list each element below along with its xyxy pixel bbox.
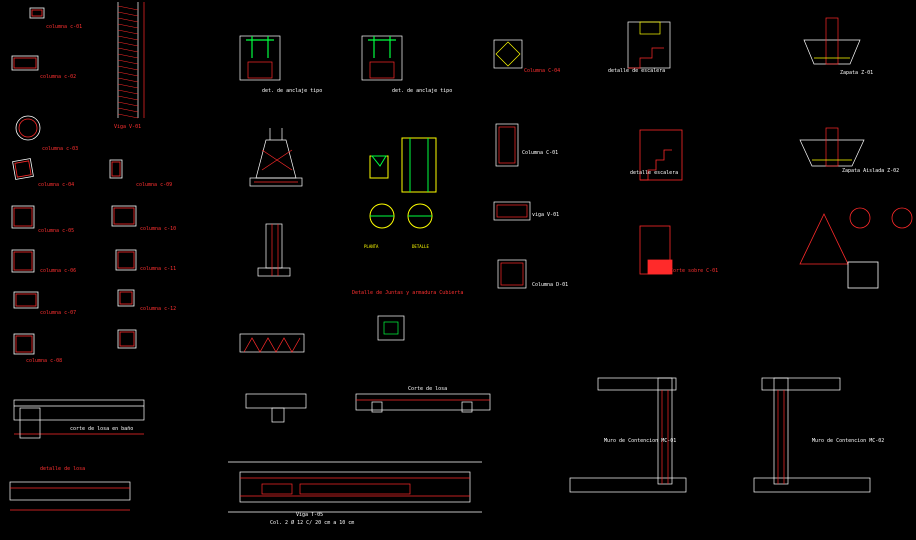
- ladder-rung: [117, 29, 139, 35]
- ladder-rung: [117, 11, 139, 17]
- column-rebar-left: [13, 9, 135, 353]
- small-beam-detail: [245, 393, 307, 423]
- anchor-detail-1: [239, 35, 281, 81]
- label-footing-z02: Zapata Aislada Z-02: [842, 168, 899, 174]
- label-col-c06: columna c-06: [40, 268, 76, 274]
- anchor-detail-1-green: [246, 36, 274, 58]
- ladder-rung: [117, 53, 139, 59]
- joist-slab: [239, 333, 305, 353]
- label-col-c03: columna c-03: [42, 146, 78, 152]
- column-section-group-left: [11, 7, 137, 355]
- ladder-rung: [117, 59, 139, 65]
- column-labels-left: columna c-01 columna c-02 columna c-03 c…: [26, 24, 176, 364]
- label-stair-section: detalle escalera: [630, 170, 678, 176]
- label-col-c09: columna c-09: [136, 182, 172, 188]
- label-wall-m01: Muro de Contencion MC-01: [604, 438, 676, 444]
- label-slab-cut: corte de losa en baño: [70, 426, 133, 432]
- stair-section: [639, 129, 683, 181]
- ladder-rung: [117, 23, 139, 29]
- slab-cut-1: [13, 399, 145, 439]
- column-footing: [257, 223, 291, 277]
- ladder-rung: [117, 5, 139, 11]
- label-wall-m02: Muro de Contencion MC-02: [812, 438, 884, 444]
- joint-detail-drawing: [377, 315, 405, 341]
- column-c01-tall: [495, 123, 519, 167]
- label-slab-detail: detalle de losa: [40, 466, 85, 472]
- green-rebar-detail: [370, 138, 432, 217]
- ladder-rung: [117, 89, 139, 95]
- label-detail-a: DETALLE: [412, 244, 429, 249]
- ladder-rung: [117, 83, 139, 89]
- label-joint-detail: Detalle de Juntas y armadura Cubierta: [352, 290, 463, 296]
- label-beam-t05: Viga T-05: [296, 512, 323, 518]
- label-stirrup-det-2: det. de anclaje tipo: [392, 88, 452, 94]
- label-beam-v01: viga V-01: [532, 212, 559, 218]
- label-stirrup-det-1: det. de anclaje tipo: [262, 88, 322, 94]
- anchor-detail-2-green: [368, 36, 396, 58]
- label-col-c12: columna c-12: [140, 306, 176, 312]
- label-pedestal: PLANTA: [364, 244, 379, 249]
- stair-detail-top: [627, 21, 671, 69]
- ladder-rung: [117, 17, 139, 23]
- footing-z02: [799, 127, 865, 167]
- label-col-c10: columna c-10: [140, 226, 176, 232]
- label-col-c05: columna c-05: [38, 228, 74, 234]
- ladder-rung: [117, 77, 139, 83]
- ladder-rung: [117, 65, 139, 71]
- label-footing-z01: Zapata Z-01: [840, 70, 873, 76]
- slab-cut-top-drawing: [355, 393, 491, 413]
- ladder-rung: [117, 71, 139, 77]
- ladder-rung: [117, 47, 139, 53]
- ladder-rung: [117, 107, 139, 113]
- label-col-c08: columna c-08: [26, 358, 62, 364]
- label-col-c01: columna c-01: [46, 24, 82, 30]
- label-slab-cut-top: Corte de losa: [408, 386, 447, 392]
- column-cd4: [493, 39, 523, 69]
- column-d01: [497, 259, 527, 289]
- slab-cut-2: [9, 481, 131, 511]
- ladder-rung: [117, 41, 139, 47]
- label-col-c04: columna c-04: [38, 182, 74, 188]
- label-stair-title: detalle de escalera: [608, 68, 665, 74]
- label-column-cd4: Columna C-04: [524, 68, 560, 74]
- tapered-footing: [249, 128, 303, 187]
- ladder-rung: [117, 35, 139, 41]
- retaining-wall-1: [569, 377, 687, 493]
- label-col-c07: columna c-07: [40, 310, 76, 316]
- tapered-footing-rebar: [254, 149, 298, 183]
- label-beam-t05-note: Col. 2 Ø 12 C/ 20 cm a 10 cm: [270, 519, 354, 526]
- beam-v01: [493, 201, 531, 221]
- label-column-c01: Columna C-01: [522, 150, 558, 156]
- ladder-rungs: [117, 5, 139, 119]
- isometric-pedestal: [799, 207, 913, 289]
- label-beam-section: Viga V-01: [114, 124, 141, 130]
- label-col-d01: Columna D-01: [532, 282, 568, 288]
- section-c01: [639, 225, 673, 275]
- ladder-rung: [117, 113, 139, 119]
- footing-z01: [803, 17, 861, 65]
- retaining-wall-2: [753, 377, 871, 493]
- label-section-note: Corte sobre C-01: [670, 268, 718, 274]
- ladder-rung: [117, 95, 139, 101]
- label-col-c02: columna c-02: [40, 74, 76, 80]
- beam-t05-drawing: [228, 461, 482, 513]
- ladder-rung: [117, 101, 139, 107]
- anchor-detail-2: [361, 35, 403, 81]
- label-col-c11: columna c-11: [140, 266, 176, 272]
